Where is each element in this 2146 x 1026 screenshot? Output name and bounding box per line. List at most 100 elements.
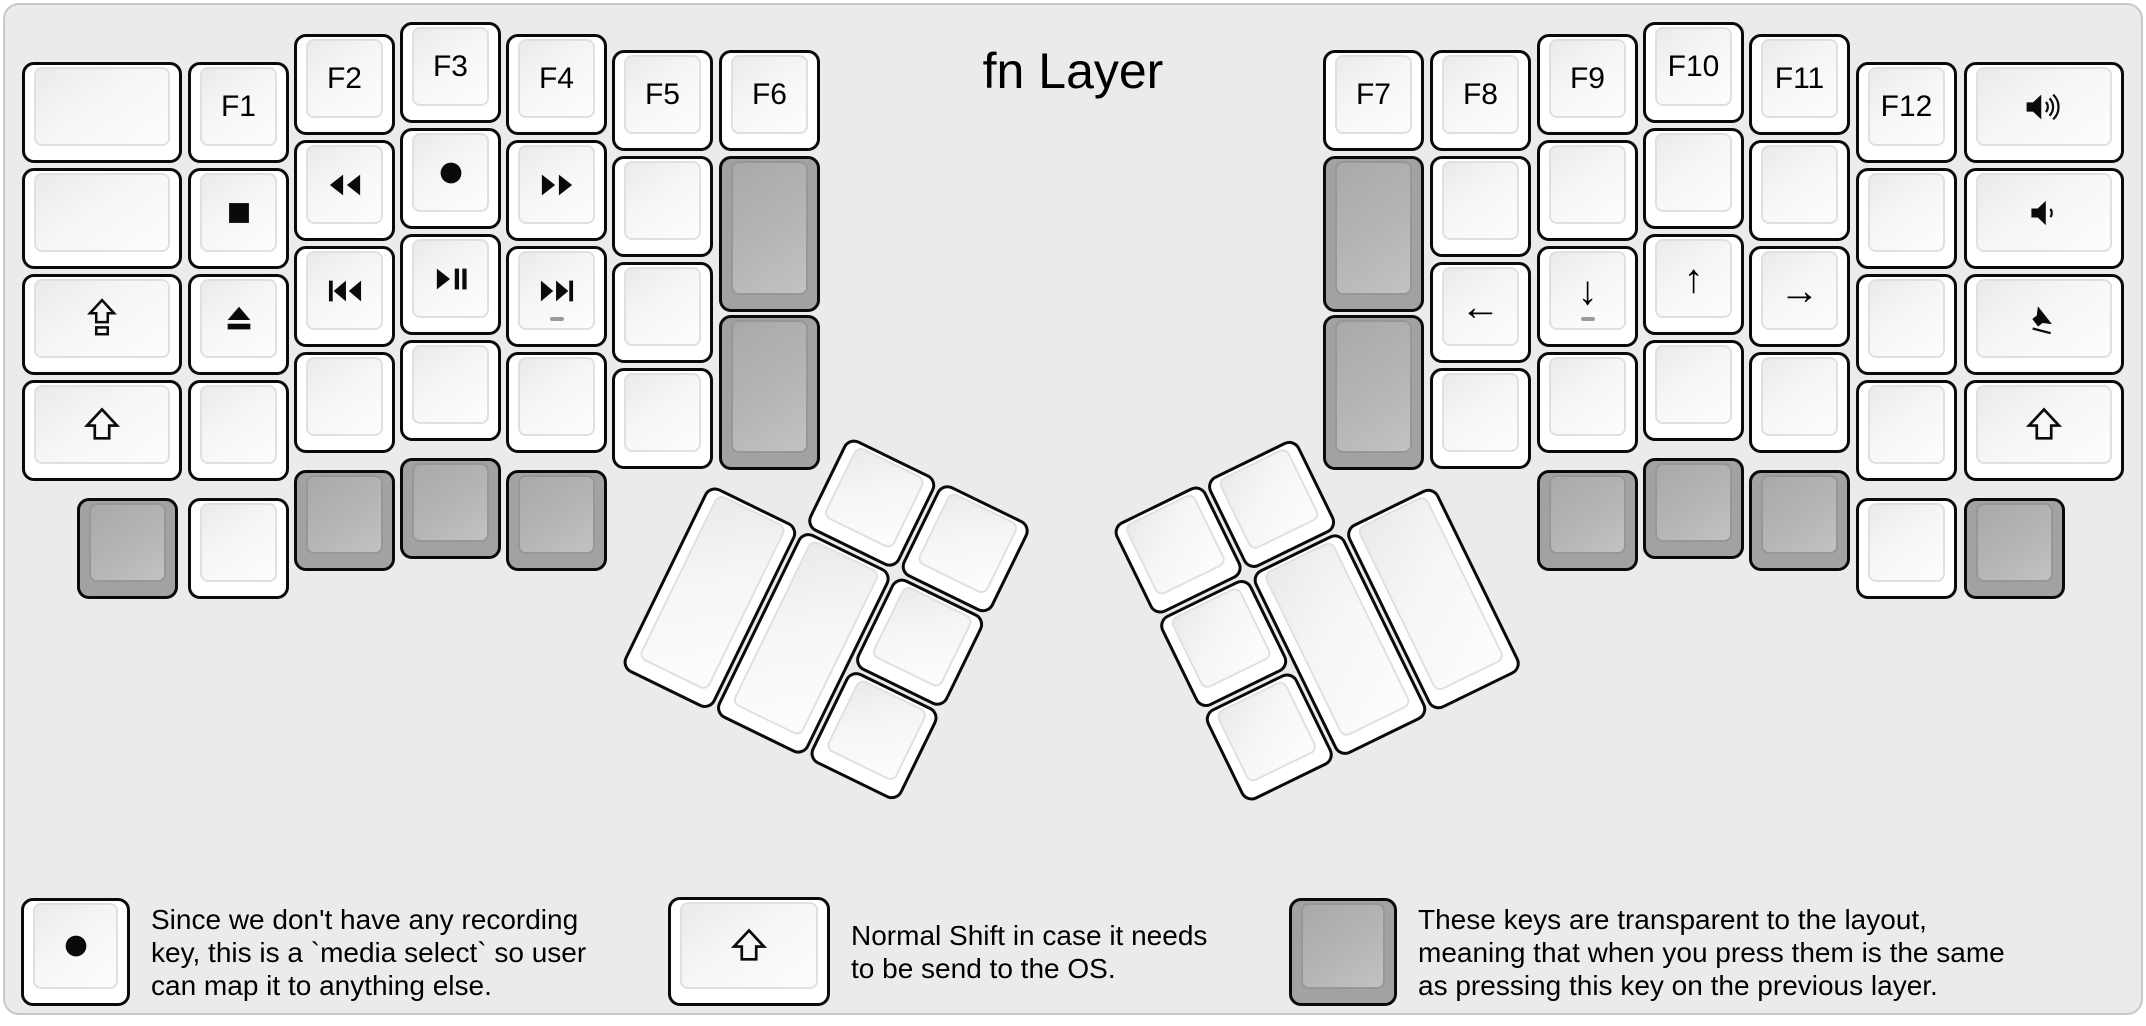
- key-transparent[interactable]: [506, 470, 607, 571]
- key-f3[interactable]: F3: [400, 22, 501, 123]
- key-blank[interactable]: [1537, 352, 1638, 453]
- key-blank[interactable]: [1430, 368, 1531, 469]
- key-f9[interactable]: F9: [1537, 34, 1638, 135]
- legend-key-shift[interactable]: [668, 897, 830, 1006]
- keycap-face: [34, 67, 170, 146]
- key-blank[interactable]: [1856, 274, 1957, 375]
- key-blank[interactable]: [188, 498, 289, 599]
- key-label: F3: [432, 49, 468, 83]
- key-blank[interactable]: [1643, 128, 1744, 229]
- keycap-face: F1: [200, 67, 277, 146]
- key-arrow-right[interactable]: →: [1749, 246, 1850, 347]
- key-blank[interactable]: [1749, 140, 1850, 241]
- key-blank[interactable]: [612, 368, 713, 469]
- keycap-face: [412, 463, 489, 542]
- key-blank[interactable]: [22, 62, 182, 163]
- arrow-left-icon: ←: [1460, 284, 1501, 329]
- keycap-face: [1655, 463, 1732, 542]
- key-blank[interactable]: [612, 156, 713, 257]
- key-f7[interactable]: F7: [1323, 50, 1424, 151]
- homing-dash: [1580, 317, 1595, 321]
- keycap-face: [306, 475, 383, 554]
- key-arrow-left[interactable]: ←: [1430, 262, 1531, 363]
- keycap-face: [1655, 133, 1732, 212]
- rewind-icon: [329, 174, 360, 195]
- legend-key-record[interactable]: [21, 898, 130, 1006]
- eject-icon: [227, 306, 250, 329]
- key-volume-mute[interactable]: [1964, 274, 2124, 375]
- key-rewind[interactable]: [294, 140, 395, 241]
- key-volume-up[interactable]: [1964, 62, 2124, 163]
- keycap-face: [1442, 373, 1519, 452]
- page-title: fn Layer: [982, 43, 1164, 99]
- key-fast-forward[interactable]: [506, 140, 607, 241]
- key-blank[interactable]: [1856, 498, 1957, 599]
- key-blank[interactable]: [400, 340, 501, 441]
- key-play-pause[interactable]: [400, 234, 501, 335]
- shift-icon: [730, 927, 768, 961]
- keycap-face: [89, 503, 166, 582]
- key-transparent[interactable]: [77, 498, 178, 599]
- key-next-track[interactable]: [506, 246, 607, 347]
- key-shift-right[interactable]: [1964, 380, 2124, 481]
- key-prev-track[interactable]: [294, 246, 395, 347]
- keycap-face: [1761, 475, 1838, 554]
- key-transparent[interactable]: [400, 458, 501, 559]
- legend-key-transparent[interactable]: [1289, 898, 1397, 1006]
- key-stop[interactable]: [188, 168, 289, 269]
- key-f12[interactable]: F12: [1856, 62, 1957, 163]
- key-shift-left[interactable]: [22, 380, 182, 481]
- key-blank[interactable]: [1643, 340, 1744, 441]
- keycap-face: [1335, 320, 1412, 453]
- key-blank[interactable]: [22, 168, 182, 269]
- key-blank[interactable]: [506, 352, 607, 453]
- key-arrow-up[interactable]: ↑: [1643, 234, 1744, 335]
- key-transparent[interactable]: [1749, 470, 1850, 571]
- key-transparent[interactable]: [294, 470, 395, 571]
- key-transparent[interactable]: [719, 315, 820, 470]
- keycap-face: [1868, 385, 1945, 464]
- legend-text-line: These keys are transparent to the layout…: [1418, 903, 1927, 935]
- key-transparent[interactable]: [1643, 458, 1744, 559]
- arrow-up-icon: ↑: [1683, 256, 1704, 301]
- key-blank[interactable]: [1430, 156, 1531, 257]
- key-transparent[interactable]: [1323, 315, 1424, 470]
- key-blank[interactable]: [1856, 168, 1957, 269]
- key-blank[interactable]: [188, 380, 289, 481]
- keycap-face: [200, 385, 277, 464]
- key-f11[interactable]: F11: [1749, 34, 1850, 135]
- key-blank[interactable]: [1537, 140, 1638, 241]
- key-f4[interactable]: F4: [506, 34, 607, 135]
- keycap-face: F8: [1442, 55, 1519, 134]
- key-f8[interactable]: F8: [1430, 50, 1531, 151]
- key-record[interactable]: [400, 128, 501, 229]
- keycap-face: F10: [1655, 27, 1732, 106]
- keycap-face: F2: [306, 39, 383, 118]
- key-blank[interactable]: [612, 262, 713, 363]
- key-transparent[interactable]: [719, 156, 820, 312]
- key-transparent[interactable]: [1537, 470, 1638, 571]
- key-f5[interactable]: F5: [612, 50, 713, 151]
- key-transparent[interactable]: [1964, 498, 2065, 599]
- keycap-face: [34, 173, 170, 252]
- key-volume-down[interactable]: [1964, 168, 2124, 269]
- key-blank[interactable]: [1749, 352, 1850, 453]
- keycap-face: [33, 903, 118, 989]
- legend-text-line: Normal Shift in case it needs: [851, 919, 1208, 951]
- key-label: F12: [1880, 89, 1933, 123]
- key-f6[interactable]: F6: [719, 50, 820, 151]
- shift-icon: [83, 406, 121, 440]
- volume-mute-icon: [2032, 305, 2052, 334]
- key-caps-lock[interactable]: [22, 274, 182, 375]
- key-eject[interactable]: [188, 274, 289, 375]
- key-transparent[interactable]: [1323, 156, 1424, 312]
- key-arrow-down[interactable]: ↓: [1537, 246, 1638, 347]
- keycap-face: [1976, 67, 2112, 146]
- key-blank[interactable]: [294, 352, 395, 453]
- record-icon: [65, 935, 86, 957]
- key-blank[interactable]: [1856, 380, 1957, 481]
- keycap-face: F6: [731, 55, 808, 134]
- key-f2[interactable]: F2: [294, 34, 395, 135]
- key-f1[interactable]: F1: [188, 62, 289, 163]
- key-f10[interactable]: F10: [1643, 22, 1744, 123]
